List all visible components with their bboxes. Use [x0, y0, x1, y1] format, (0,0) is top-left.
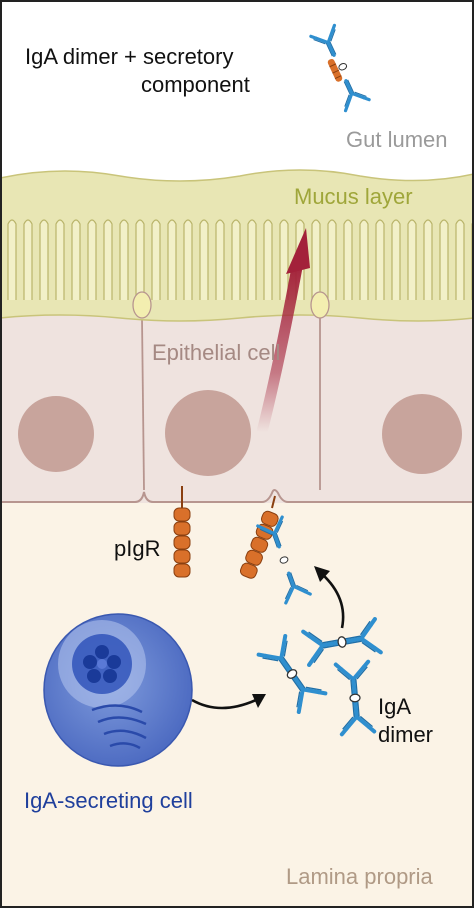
cell-boundary-left	[141, 317, 145, 491]
iga-sc-label-line1: IgA dimer + secretory	[25, 44, 233, 69]
microvillus	[55, 219, 65, 300]
microvillus	[183, 219, 193, 300]
microvillus	[375, 219, 385, 300]
lamina-propria-label: Lamina propria	[286, 864, 434, 889]
pigr-label: pIgR	[114, 536, 160, 561]
epithelial-cell-label: Epithelial cell	[152, 340, 280, 365]
microvillus	[135, 219, 145, 300]
gut-lumen-label: Gut lumen	[346, 127, 448, 152]
tight-junction-left	[132, 291, 152, 319]
microvillus	[263, 219, 273, 300]
microvillus	[311, 219, 321, 300]
microvillus	[199, 219, 209, 300]
microvillus	[327, 219, 337, 300]
microvillus	[71, 219, 81, 300]
iga-dimer-label-line1: IgA	[378, 694, 411, 719]
epithelium-region	[0, 290, 474, 505]
microvillus	[23, 219, 33, 300]
microvillus	[39, 219, 49, 300]
microvillus	[151, 219, 161, 300]
microvillus	[359, 219, 369, 300]
microvillus	[423, 219, 433, 300]
basal-membrane	[0, 489, 474, 503]
nucleus-left	[18, 396, 94, 472]
microvillus	[167, 219, 177, 300]
pigr-receptor-icon	[173, 486, 191, 578]
microvillus	[103, 219, 113, 300]
microvilli	[7, 219, 474, 300]
microvillus	[279, 219, 289, 300]
iga-sc-label-line2: component	[141, 72, 250, 97]
gut-lumen-region	[0, 0, 474, 180]
binding-arrow-icon	[314, 566, 345, 629]
mucus-layer-label: Mucus layer	[294, 184, 413, 209]
microvillus	[231, 219, 241, 300]
secretion-arrow-icon	[191, 694, 266, 710]
iga-dimer-label-line2: dimer	[378, 722, 433, 747]
iga-dimer-secretory-component-icon	[309, 23, 371, 113]
microvillus	[87, 219, 97, 300]
pigr-iga-complex-icon	[239, 495, 312, 605]
microvillus	[247, 219, 257, 300]
nucleus-middle	[165, 390, 251, 476]
microvillus	[407, 219, 417, 300]
tight-junction-right	[310, 291, 330, 319]
microvillus	[119, 219, 129, 300]
nucleus-right	[382, 394, 462, 474]
plasma-cell-icon	[43, 613, 193, 767]
microvillus	[7, 219, 17, 300]
microvillus	[343, 219, 353, 300]
microvillus	[455, 219, 465, 300]
microvillus	[215, 219, 225, 300]
microvillus	[439, 219, 449, 300]
transcytosis-arrow-icon	[256, 228, 310, 434]
microvillus	[391, 219, 401, 300]
iga-secreting-cell-label: IgA-secreting cell	[24, 788, 193, 813]
